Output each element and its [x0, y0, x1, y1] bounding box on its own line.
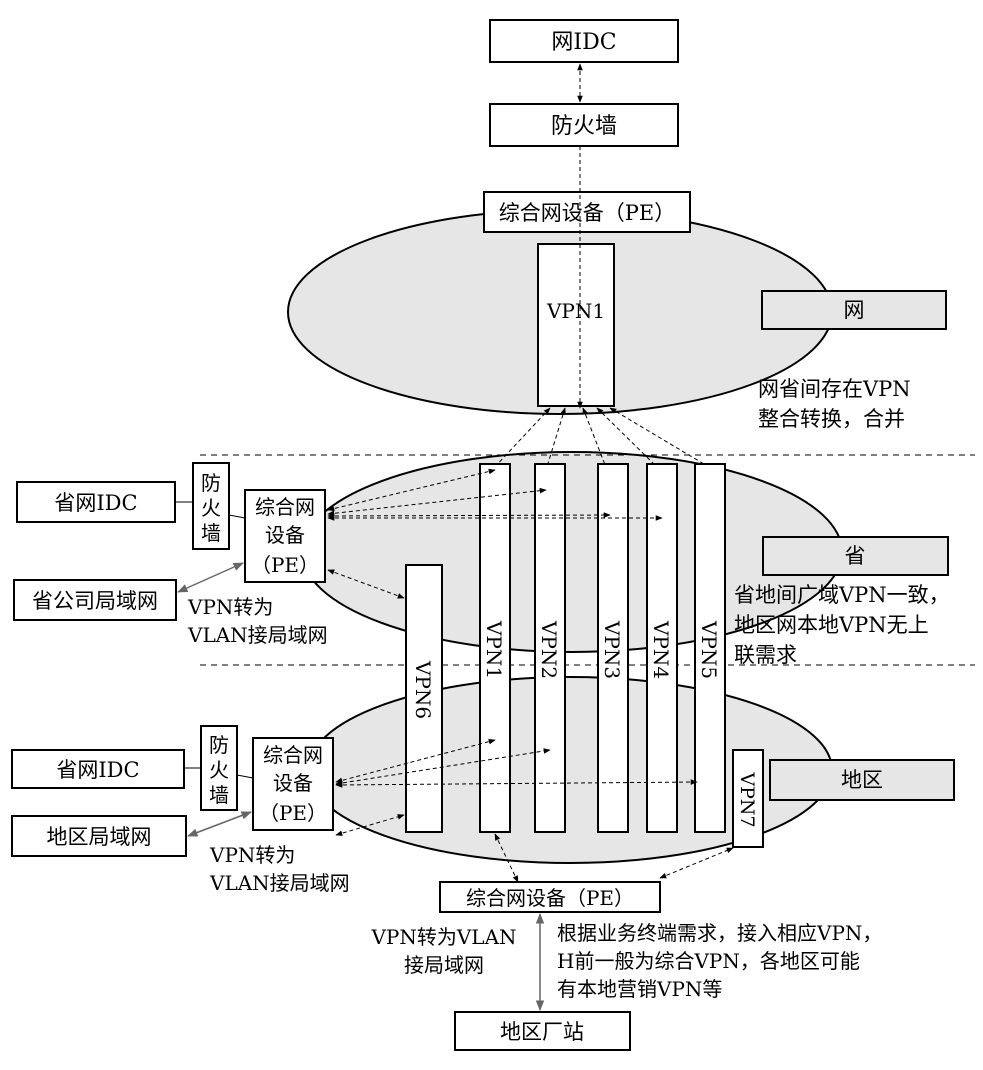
province-lan-link	[177, 562, 244, 593]
region-bottom-note1: VPN转为VLAN	[370, 925, 516, 949]
province-pe-box	[244, 489, 326, 583]
region-station-box	[454, 1011, 631, 1051]
region-pe-vpn-links	[335, 738, 734, 883]
national-vpn1-box	[537, 243, 615, 407]
region-fw-pe-line	[236, 774, 254, 779]
region-region-label: 地区	[841, 768, 883, 792]
province-pe-line1: 综合网	[255, 495, 315, 519]
national-note-line2: 整合转换，合并	[758, 407, 905, 431]
national-to-province-links	[491, 407, 715, 471]
region-pe-line2: 设备	[273, 771, 313, 795]
national-pe-box	[483, 191, 691, 233]
national-firewall-box	[489, 103, 679, 147]
province-vpn1-label: VPN1	[482, 620, 506, 679]
region-lan-box	[11, 815, 187, 857]
region-lan-note2: VLAN接局域网	[209, 871, 350, 895]
province-lan-label: 省公司局域网	[32, 589, 158, 613]
region-lan-link	[187, 811, 252, 837]
province-idc-label: 省网IDC	[54, 491, 137, 515]
region-bottom-pe-label: 综合网设备（PE）	[466, 886, 634, 910]
region-side-note1: 根据业务终端需求，接入相应VPN，	[557, 921, 882, 945]
region-firewall-char2: 火	[209, 758, 229, 782]
national-vpn1-label: VPN1	[546, 299, 605, 323]
province-region-label: 省	[845, 544, 866, 568]
region-firewall-char1: 防	[209, 733, 229, 757]
province-vpn-columns: VPN1 VPN2 VPN3 VPN4 VPN5	[479, 463, 726, 833]
province-vpn4-box	[646, 463, 678, 833]
province-lan-box	[13, 579, 177, 621]
province-fw-pe-line	[228, 514, 246, 519]
province-note-line2: 地区网本地VPN无上	[734, 613, 929, 637]
region-pe-box	[252, 737, 334, 831]
province-pe-line3: （PE）	[251, 553, 319, 577]
province-note-line3: 联需求	[734, 643, 797, 667]
province-vpn3-box	[597, 463, 629, 833]
national-idc-label: 网IDC	[551, 30, 616, 55]
region-pe-line1: 综合网	[263, 743, 323, 767]
province-lan-note1: VPN转为	[187, 595, 273, 619]
region-lan-note1: VPN转为	[209, 843, 295, 867]
region-station-label: 地区厂站	[500, 1020, 584, 1044]
province-lan-note2: VLAN接局域网	[187, 623, 328, 647]
province-vpn5-label: VPN5	[697, 620, 721, 679]
province-note-line1: 省地间广域VPN一致，	[734, 583, 950, 607]
region-region-box	[769, 759, 955, 801]
region-pe-line3: （PE）	[259, 801, 327, 825]
national-pe-label: 综合网设备（PE）	[499, 201, 675, 225]
region-bottom-pe-box	[439, 881, 661, 913]
province-idc-box	[16, 481, 176, 523]
region-idc-label: 省网IDC	[56, 758, 139, 782]
region-side-note3: 有本地营销VPN等	[557, 977, 722, 1001]
province-firewall-char1: 防	[201, 471, 221, 495]
region-idc-box	[11, 749, 185, 789]
province-firewall-box	[192, 462, 230, 550]
province-vpn2-label: VPN2	[537, 620, 561, 679]
province-vpn5-box	[694, 463, 726, 833]
national-firewall-label: 防火墙	[551, 114, 617, 139]
province-pe-line2: 设备	[265, 523, 305, 547]
national-note-line1: 网省间存在VPN	[758, 377, 911, 401]
national-idc-box	[489, 19, 679, 63]
region-side-note2: H前一般为综合VPN，各地区可能	[557, 949, 860, 973]
province-pe-vpn-links	[327, 468, 663, 599]
province-firewall-char2: 火	[201, 496, 221, 520]
region-lan-label: 地区局域网	[47, 825, 152, 849]
region-vpn7-box	[732, 749, 764, 848]
region-bottom-note2: 接局域网	[404, 953, 484, 977]
province-region-box	[762, 536, 949, 576]
region-vpn7-label: VPN7	[736, 771, 758, 827]
province-vpn3-label: VPN3	[600, 620, 624, 679]
national-region-box	[761, 290, 947, 330]
province-firewall-char3: 墙	[201, 521, 221, 545]
region-vpn6-label: VPN6	[411, 660, 435, 719]
national-region-label: 网	[844, 298, 865, 322]
region-firewall-char3: 墙	[209, 783, 229, 807]
province-vpn4-label: VPN4	[649, 620, 673, 679]
